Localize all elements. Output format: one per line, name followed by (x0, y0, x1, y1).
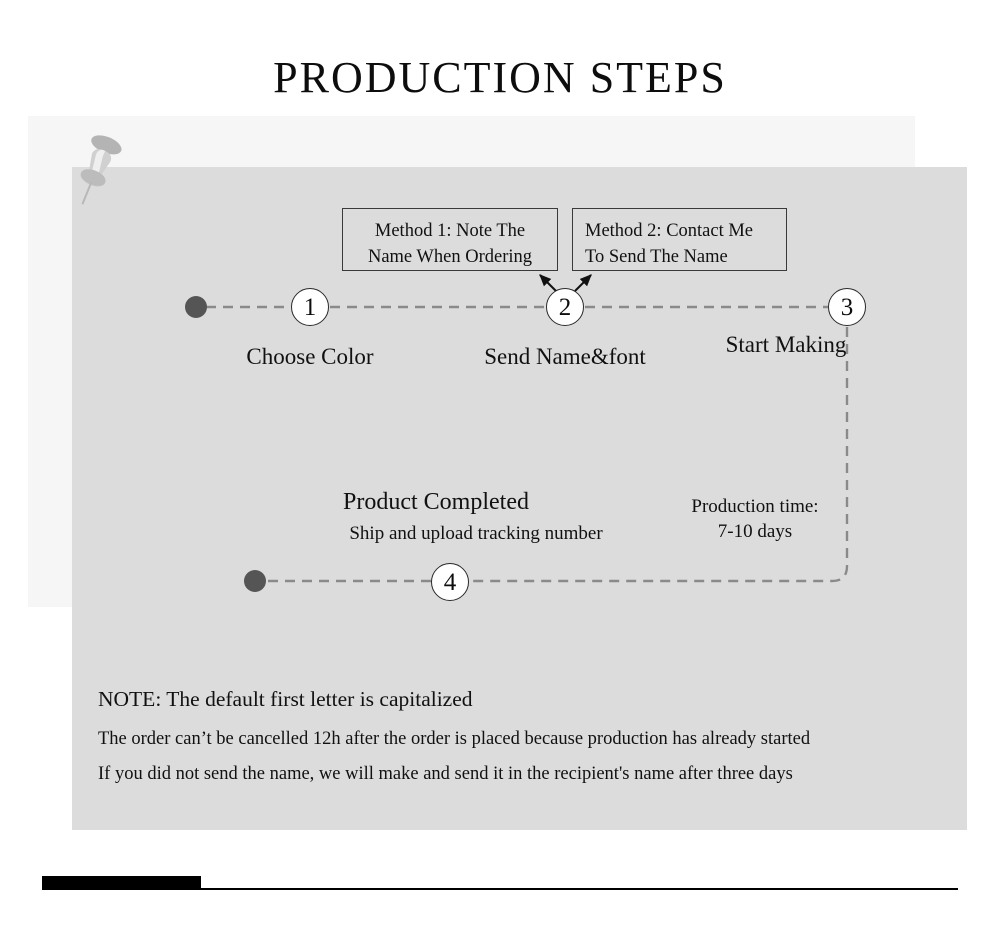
step-circle-4: 4 (431, 563, 469, 601)
method-box-2: Method 2: Contact Me To Send The Name (572, 208, 787, 271)
production-time-line-2: 7-10 days (717, 521, 793, 543)
step-label-3: Start Making (725, 332, 847, 357)
step-sublabel-4: Ship and upload tracking number (349, 523, 603, 544)
bottom-divider-thin (42, 888, 958, 890)
production-time-note: Production time: 7-10 days (664, 494, 846, 545)
bottom-divider-thick (42, 876, 201, 890)
step-circle-1: 1 (291, 288, 329, 326)
method-box-2-line-1: Method 2: Contact Me (585, 221, 754, 241)
pushpin-icon (68, 132, 132, 212)
step-label-1: Choose Color (246, 344, 374, 369)
note-heading: NOTE: The default first letter is capita… (98, 687, 473, 711)
method-box-1: Method 1: Note The Name When Ordering (342, 208, 558, 271)
step-circle-3: 3 (828, 288, 866, 326)
note-line-1: The order can’t be cancelled 12h after t… (98, 729, 811, 749)
production-time-line-1: Production time: (691, 496, 819, 517)
step-label-4: Product Completed (343, 489, 529, 515)
note-line-2: If you did not send the name, we will ma… (98, 764, 793, 784)
page-title: PRODUCTION STEPS (273, 53, 727, 102)
method-box-1-line-2: Name When Ordering (367, 246, 533, 267)
step-circle-2: 2 (546, 288, 584, 326)
step-label-2: Send Name&font (484, 344, 646, 369)
method-box-2-line-2: To Send The Name (585, 246, 728, 267)
method-box-1-line-1: Method 1: Note The (374, 221, 526, 241)
